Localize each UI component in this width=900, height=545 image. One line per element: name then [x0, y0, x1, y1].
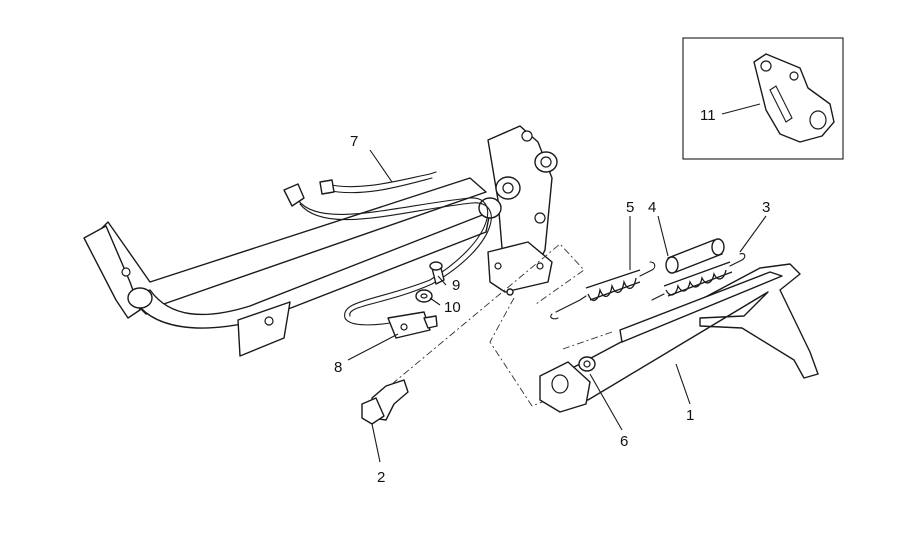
side-stand	[539, 263, 819, 413]
callout-2: 2	[377, 469, 385, 486]
leader-lines	[347, 103, 767, 463]
callout-1: 1	[686, 407, 694, 424]
callout-11: 11	[700, 107, 716, 124]
spring-short	[550, 261, 656, 320]
callout-5: 5	[626, 199, 634, 216]
frame-bracket-assembly	[83, 125, 558, 357]
callout-8: 8	[334, 359, 342, 376]
callout-10: 10	[444, 299, 461, 316]
pivot-bolt	[361, 379, 409, 425]
callout-7: 7	[350, 133, 358, 150]
spring-sleeve	[665, 238, 725, 274]
callout-3: 3	[762, 199, 770, 216]
callout-9: 9	[452, 277, 460, 294]
callout-labels: 7 9 10 8 2 5 4 3 1 6 11	[334, 107, 770, 486]
detail-inset	[682, 37, 844, 160]
wiring-harness	[283, 171, 492, 326]
callout-6: 6	[620, 433, 628, 450]
spring-long	[651, 253, 746, 301]
screw-and-washer	[415, 261, 445, 303]
sidestand-switch	[387, 311, 438, 339]
callout-4: 4	[648, 199, 656, 216]
